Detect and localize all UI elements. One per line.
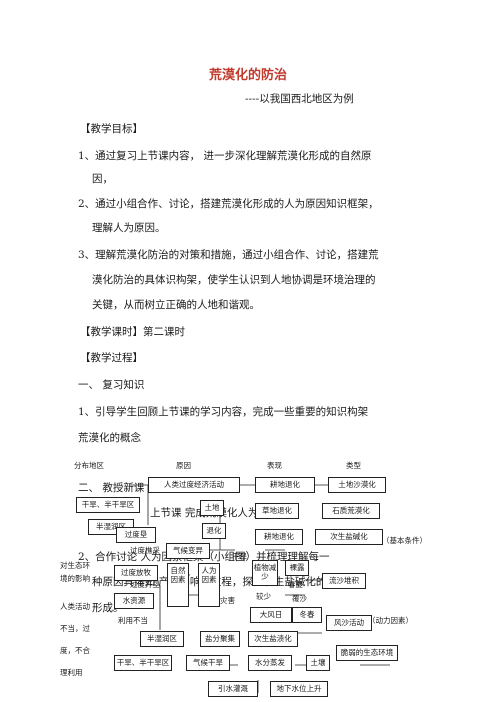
box-grass-degradation: 草地退化: [255, 503, 299, 519]
left-note-1: 对生态环: [60, 561, 90, 570]
header-cause: 原因: [176, 461, 191, 470]
step-1-line-1: 1、引导学生回顾上节课的学习内容，完成一些重要的知识构架: [78, 406, 369, 418]
box-human-factor: 人为因素: [198, 563, 220, 607]
box-degradation: 退化: [202, 523, 226, 539]
left-note-3: 人类活动: [60, 602, 90, 611]
left-note-5: 度，不合: [60, 646, 90, 655]
header-manifestation: 表现: [267, 461, 282, 470]
box-rock-desertification: 石质荒漠化: [322, 503, 380, 519]
goal-1-line-2: 因，: [92, 173, 113, 185]
label-disaster: 灾害: [220, 596, 235, 605]
section-2-heading: 二、 教授新课: [78, 482, 145, 494]
box-land-desertification: 土地沙漠化: [328, 477, 386, 493]
process-heading: 【教学过程】: [80, 352, 143, 364]
section-1-heading: 一、 复习知识: [78, 379, 145, 391]
teaching-period: 【教学课时】第二课时: [80, 326, 185, 338]
label-over-reclaim: 过度开垦: [130, 580, 160, 589]
label-dynamic-factor: （动力因素）: [368, 616, 413, 625]
box-sand-drift: 流沙堆积: [322, 573, 366, 589]
box-secondary-salinization-2: 次生盐渍化: [248, 631, 298, 647]
label-spring-summer: 春夏: [288, 580, 303, 589]
header-type: 类型: [346, 461, 361, 470]
step-1-line-2: 荒漠化的概念: [78, 432, 141, 444]
box-semi-humid-2: 半湿润区: [140, 631, 184, 647]
box-fragile-environment: 脆弱的生态环境: [336, 645, 398, 661]
goal-2-line-1: 2、通过小组合作、讨论，搭建荒漠化形成的人为原因知识框架，: [78, 198, 379, 210]
box-climate-change: 气候变异: [166, 543, 210, 559]
goal-3-line-3: 关键，从而树立正确的人地和谐观。: [92, 299, 260, 311]
box-salt-accumulation: 盐分聚集: [200, 631, 240, 647]
label-over-logging: 过度樵采: [130, 546, 160, 555]
box-cultivated-degradation: 耕地退化: [255, 529, 303, 545]
goals-heading: 【教学目标】: [80, 123, 143, 135]
box-grassland-degradation: 耕地退化: [255, 477, 315, 493]
box-sand-activity: 风沙活动: [326, 615, 372, 631]
goal-3-line-2: 漠化防治的具体识构架，使学生认识到人地协调是环境治理的: [92, 274, 376, 286]
label-dry: 干旱: [232, 552, 247, 561]
left-note-4: 不当，过: [60, 624, 90, 633]
label-less: 较少: [256, 592, 271, 601]
box-groundwater-rise: 地下水位上升: [270, 681, 328, 697]
box-water-evaporation: 水分蒸发: [248, 655, 292, 671]
page-subtitle: ----以我国西北地区为例: [245, 93, 354, 105]
box-secondary-salinization: 次生盐碱化: [315, 529, 383, 545]
box-arid-semiarid-2: 干旱、半干旱区: [114, 655, 172, 671]
label-basic-condition: （基本条件）: [382, 536, 427, 545]
box-natural-factor: 自然因素: [167, 563, 189, 607]
box-gale-days: 大风日: [250, 607, 292, 623]
box-land: 土地: [200, 500, 224, 516]
page-title: 荒漠化的防治: [208, 68, 287, 83]
box-human-activity: 人类过度经济活动: [148, 477, 240, 493]
goal-2-line-2: 理解人为原因。: [92, 222, 166, 234]
box-over-cultivate: 过度垦: [116, 527, 156, 543]
label-sand-cover: 覆沙: [292, 594, 307, 603]
box-vegetation-reduce: 植物减少: [252, 560, 278, 586]
box-soil: 土壤: [306, 655, 330, 671]
box-over-graze: 过度放牧: [114, 565, 158, 581]
box-climate-arid: 气候干旱: [186, 655, 230, 671]
box-winter-spring: 冬春: [292, 607, 322, 623]
label-use-improper: 利用不当: [118, 616, 148, 625]
box-water-resource: 水资源: [114, 593, 154, 609]
box-irrigation: 引水灌溉: [208, 681, 258, 697]
goal-1-line-1: 1、通过复习上节课内容， 进一步深化理解荒漠化形成的自然原: [78, 150, 372, 162]
left-note-2: 境的影响: [60, 574, 90, 583]
box-exposed: 裸露: [285, 560, 309, 576]
goal-3-line-1: 3、理解荒漠化防治的对策和措施，通过小组合作、讨论，搭建荒: [78, 249, 379, 261]
left-note-6: 理利用: [60, 668, 83, 677]
desertification-diagram: 分布地区 原因 表现 类型 人类过度经济活动 耕地退化 土地沙漠化 干旱、半干旱…: [60, 455, 480, 702]
box-arid-semiarid: 干旱、半干旱区: [76, 497, 140, 513]
header-distribution: 分布地区: [74, 461, 104, 470]
